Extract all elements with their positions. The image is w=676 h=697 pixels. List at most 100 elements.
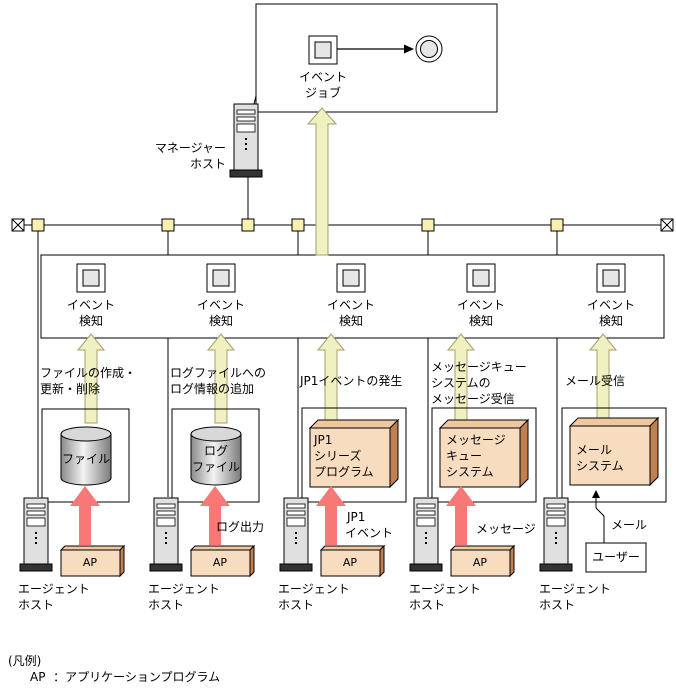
legend-entry: AP ：アプリケーションプログラム	[30, 670, 221, 684]
jp1-event-label: JP1 イベント	[345, 509, 393, 541]
source-label-line: ログ情報の追加	[170, 382, 255, 396]
source-label-line: 更新・削除	[40, 382, 101, 396]
bus-terminator-icon	[11, 218, 25, 232]
manager-host-label: マネージャー ホスト	[138, 140, 226, 172]
agent-host-icon	[19, 497, 53, 572]
event-job-label-line: イベント	[298, 70, 347, 84]
detector-label: イベント 検知	[451, 297, 511, 329]
ap-label: AP	[82, 556, 98, 569]
bus-node-icon	[421, 218, 435, 232]
manager-box	[255, 3, 498, 113]
detector-label-line: イベント	[586, 298, 635, 312]
agent-host-label-line: ホスト	[148, 598, 185, 612]
bus-node-icon	[291, 218, 305, 232]
detector-label-line: 検知	[468, 314, 493, 328]
source-label-line: システムの	[431, 376, 491, 390]
ap-box-icon	[449, 544, 516, 578]
source-label-line: メッセージ受信	[431, 392, 515, 406]
event-job-label-line: ジョブ	[304, 86, 341, 100]
resource-label-line: システム	[576, 459, 624, 473]
resource-label-line: プログラム	[314, 465, 374, 479]
agent-host-label-line: エージェント	[539, 582, 611, 596]
event-detector-icon	[76, 263, 106, 293]
source-label: ファイルの作成・ 更新・削除	[40, 365, 136, 397]
program-box-icon	[568, 416, 660, 487]
source-label: JP1イベントの発生	[300, 373, 402, 389]
ap-box-icon	[59, 544, 126, 578]
manager-host-label-line: ホスト	[189, 157, 226, 171]
source-label-line: メッセージキュー	[431, 360, 527, 374]
arrow-head-icon	[404, 44, 414, 54]
data-arrow-icon	[446, 486, 476, 545]
data-arrow-icon	[200, 486, 230, 545]
detector-label-line: 検知	[338, 314, 363, 328]
bus-node-icon	[31, 218, 45, 232]
agent-host-label-line: エージェント	[278, 582, 350, 596]
agent-host-label: エージェント ホスト	[278, 581, 350, 613]
detector-label-line: 検知	[208, 314, 233, 328]
resource-label-line: キュー	[446, 449, 483, 463]
program-box-icon	[438, 418, 530, 489]
detector-label-line: イベント	[196, 298, 245, 312]
jp1-event-label-line: JP1	[347, 510, 366, 524]
data-arrow-icon	[70, 486, 100, 545]
ap-label: AP	[472, 556, 488, 569]
bus-node-icon	[161, 218, 175, 232]
detector-label-line: 検知	[598, 314, 623, 328]
jp1-event-label-line: イベント	[345, 526, 394, 540]
message-label: メッセージ	[476, 522, 536, 536]
log-output-label: ログ出力	[216, 520, 265, 534]
resource-label-line: メール	[576, 443, 613, 457]
agent-host-icon	[149, 497, 183, 572]
agent-host-label: エージェント ホスト	[148, 581, 220, 613]
detector-label-line: イベント	[326, 298, 375, 312]
data-arrow-icon	[316, 486, 346, 545]
file-cylinder-icon	[60, 426, 112, 486]
program-box-icon	[308, 418, 400, 489]
resource-label-line: ファイル	[191, 460, 240, 474]
bus-node-icon	[241, 218, 255, 232]
resource-label: メッセージ キュー システム	[446, 432, 506, 480]
log-file-cylinder-icon	[190, 426, 242, 486]
source-label-line: JP1イベントの発生	[300, 374, 403, 388]
source-label-line: ファイルの作成・	[40, 366, 137, 380]
ap-box-icon	[189, 544, 256, 578]
resource-label: ログ ファイル	[186, 443, 246, 475]
ap-label: AP	[342, 556, 358, 569]
legend-title: (凡例)	[8, 654, 42, 668]
source-label: メール受信	[565, 373, 625, 389]
event-arrow-icon	[76, 333, 106, 424]
resource-label-line: システム	[446, 465, 494, 479]
user-label: ユーザー	[592, 550, 640, 564]
agent-host-label-line: ホスト	[278, 598, 315, 612]
user-box	[585, 542, 647, 573]
resource-box	[561, 407, 667, 503]
event-job-label: イベント ジョブ	[293, 69, 353, 101]
agent-host-icon	[539, 497, 573, 572]
event-detector-icon	[336, 263, 366, 293]
resource-label: ファイル	[56, 451, 116, 467]
event-arrow-icon	[306, 107, 338, 256]
mail-label: メール	[611, 518, 648, 532]
bus-node-icon	[550, 218, 564, 232]
source-label-line: ログファイルへの	[170, 366, 267, 380]
agent-host-label: エージェント ホスト	[539, 581, 611, 613]
detector-label-line: イベント	[66, 298, 115, 312]
bus-terminator-icon	[660, 218, 674, 232]
mail-line	[595, 496, 605, 543]
event-detector-icon	[596, 263, 626, 293]
source-label: メッセージキュー システムの メッセージ受信	[431, 359, 527, 407]
resource-label-line: シリーズ	[314, 449, 362, 463]
resource-box	[301, 407, 407, 503]
resource-label-line: ログ	[203, 444, 228, 458]
agent-host-label-line: ホスト	[539, 598, 576, 612]
ap-label: AP	[212, 556, 228, 569]
agent-host-label-line: エージェント	[18, 582, 90, 596]
resource-box	[431, 407, 537, 503]
detector-label: イベント 検知	[581, 297, 641, 329]
ap-box-icon	[319, 544, 386, 578]
event-arrow-icon	[206, 333, 236, 424]
agent-host-label: エージェント ホスト	[409, 581, 481, 613]
detector-label-line: 検知	[78, 314, 103, 328]
